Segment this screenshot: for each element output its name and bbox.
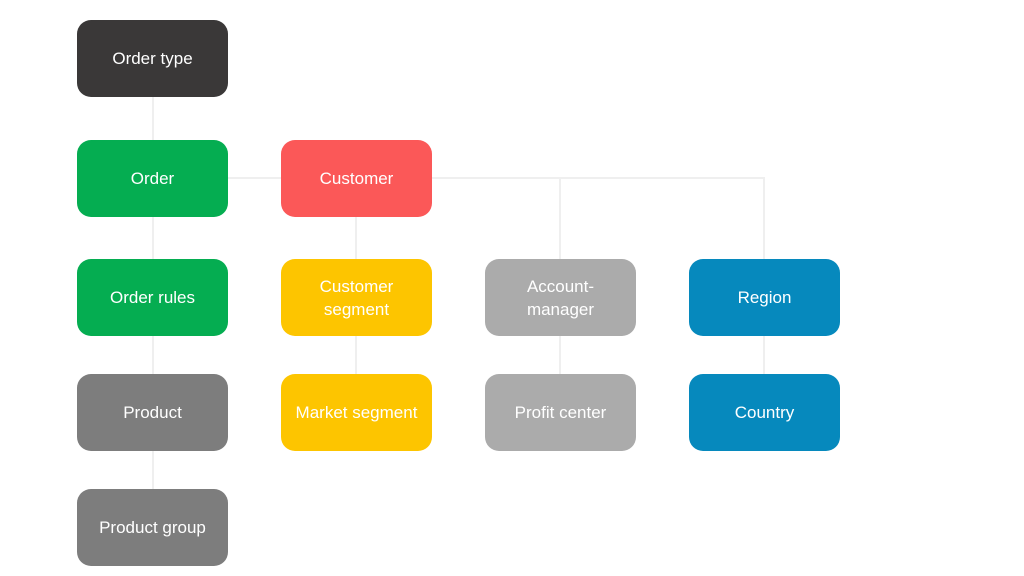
- node-label: Product group: [99, 518, 206, 537]
- node-product-group: Product group: [77, 489, 228, 566]
- node-label: Profit center: [514, 403, 607, 422]
- node-label: Market segment: [295, 403, 418, 422]
- node-order-type: Order type: [77, 20, 228, 97]
- connector-customersegment-marketsegment: [355, 336, 357, 374]
- connector-branch-region: [763, 177, 765, 259]
- node-customer: Customer: [281, 140, 432, 217]
- node-label: Order rules: [109, 288, 196, 307]
- connector-branch-accountmanager: [559, 177, 561, 259]
- connector-ordertype-order: [152, 97, 154, 140]
- connector-region-country: [763, 336, 765, 374]
- node-order-rules: Order rules: [77, 259, 228, 336]
- connector-product-productgroup: [152, 451, 154, 489]
- node-label: Country: [734, 403, 795, 422]
- node-label: Order type: [112, 49, 193, 68]
- node-market-segment: Market segment: [281, 374, 432, 451]
- node-product: Product: [77, 374, 228, 451]
- node-label: Order: [130, 169, 175, 188]
- connector-order-customer: [228, 177, 281, 179]
- node-account-manager: Account- manager: [485, 259, 636, 336]
- node-label: Region: [737, 288, 792, 307]
- node-customer-segment: Customer segment: [281, 259, 432, 336]
- connector-accountmanager-profitcenter: [559, 336, 561, 374]
- node-country: Country: [689, 374, 840, 451]
- node-order: Order: [77, 140, 228, 217]
- node-label: Customer segment: [319, 276, 394, 319]
- connector-order-orderrules: [152, 217, 154, 259]
- node-label: Account- manager: [526, 276, 595, 319]
- connector-customer-customersegment: [355, 217, 357, 259]
- node-label: Customer: [319, 169, 394, 188]
- connector-orderrules-product: [152, 336, 154, 374]
- node-profit-center: Profit center: [485, 374, 636, 451]
- connector-customer-branch-horizontal: [432, 177, 765, 179]
- node-region: Region: [689, 259, 840, 336]
- node-label: Product: [123, 403, 182, 422]
